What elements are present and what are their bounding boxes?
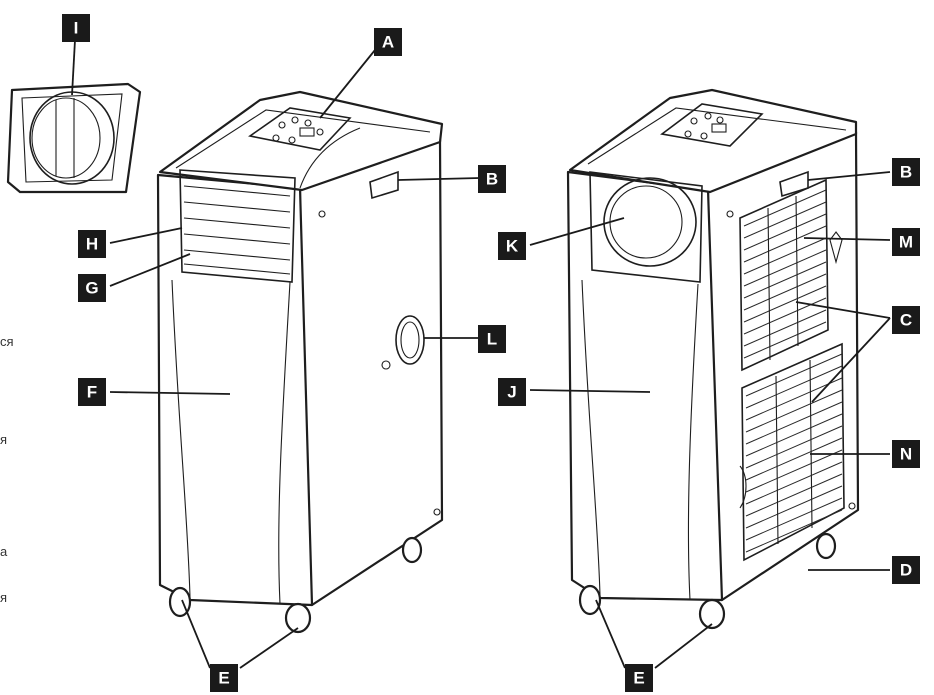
label-M-text: M	[899, 233, 913, 252]
label-E-back-text: E	[633, 669, 644, 688]
label-E-back: E	[625, 664, 653, 692]
label-I: I	[62, 14, 90, 42]
label-B-back-text: B	[900, 163, 912, 182]
label-A: A	[374, 28, 402, 56]
label-E-front-text: E	[218, 669, 229, 688]
label-B-back: B	[892, 158, 920, 186]
label-F-text: F	[87, 383, 97, 402]
label-G: G	[78, 274, 106, 302]
label-B-front-text: B	[486, 170, 498, 189]
label-A-text: A	[382, 33, 394, 52]
label-K-text: K	[506, 237, 519, 256]
label-E-front: E	[210, 664, 238, 692]
label-F: F	[78, 378, 106, 406]
lower-grille	[745, 353, 843, 553]
label-H-text: H	[86, 235, 98, 254]
label-G-text: G	[85, 279, 98, 298]
side-fragment-4: я	[0, 590, 7, 605]
label-H: H	[78, 230, 106, 258]
side-text-fragments: ся я а я	[0, 334, 14, 605]
label-C-text: C	[900, 311, 912, 330]
label-D: D	[892, 556, 920, 584]
label-N: N	[892, 440, 920, 468]
label-B-front: B	[478, 165, 506, 193]
side-fragment-2: я	[0, 432, 7, 447]
front-unit	[156, 90, 444, 634]
label-C: C	[892, 306, 920, 334]
label-J-text: J	[507, 383, 516, 402]
label-N-text: N	[900, 445, 912, 464]
label-J: J	[498, 378, 526, 406]
label-D-text: D	[900, 561, 912, 580]
back-unit	[566, 88, 860, 630]
side-fragment-1: ся	[0, 334, 14, 349]
leader-lines	[71, 39, 891, 669]
label-L-text: L	[487, 330, 497, 349]
label-I-text: I	[74, 19, 79, 38]
label-M: M	[892, 228, 920, 256]
label-L: L	[478, 325, 506, 353]
window-adapter	[6, 82, 142, 194]
upper-grille	[743, 189, 827, 361]
label-K: K	[498, 232, 526, 260]
side-fragment-3: а	[0, 544, 8, 559]
